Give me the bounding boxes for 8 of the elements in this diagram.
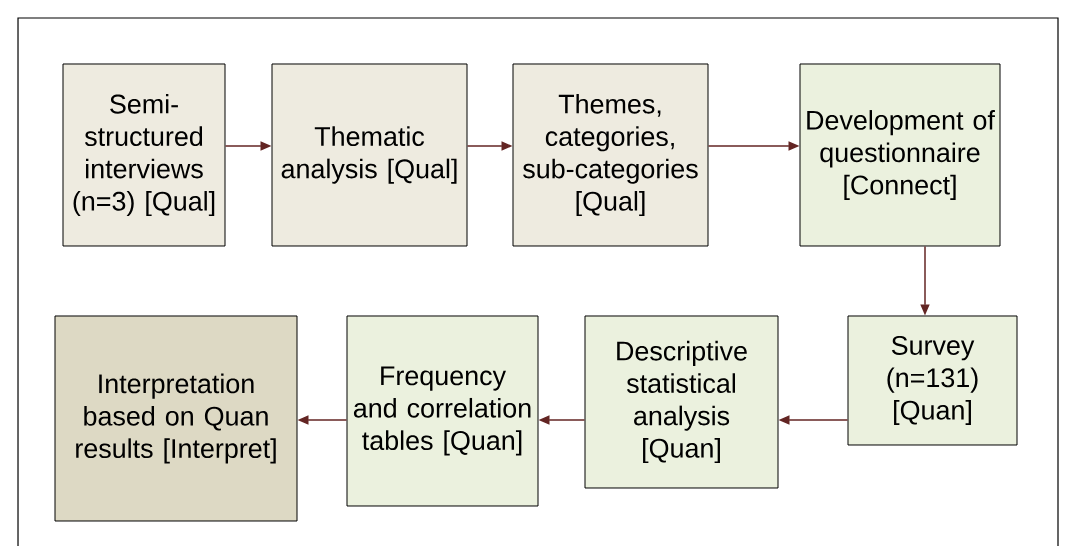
process-box: Descriptive statistical analysis [Quan] [584,315,779,489]
process-box: Themes, categories, sub-categories [Qual] [512,63,709,247]
process-box: Frequency and correlation tables [Quan] [346,315,539,507]
process-box: Development of questionnaire [Connect] [799,63,1001,247]
process-box: Thematic analysis [Qual] [271,63,468,247]
process-box: Semi-structured interviews (n=3) [Qual] [62,63,226,247]
process-box: Survey (n=131) [Quan] [847,315,1018,446]
process-box: Interpretation based on Quan results [Interpret] [54,315,298,522]
